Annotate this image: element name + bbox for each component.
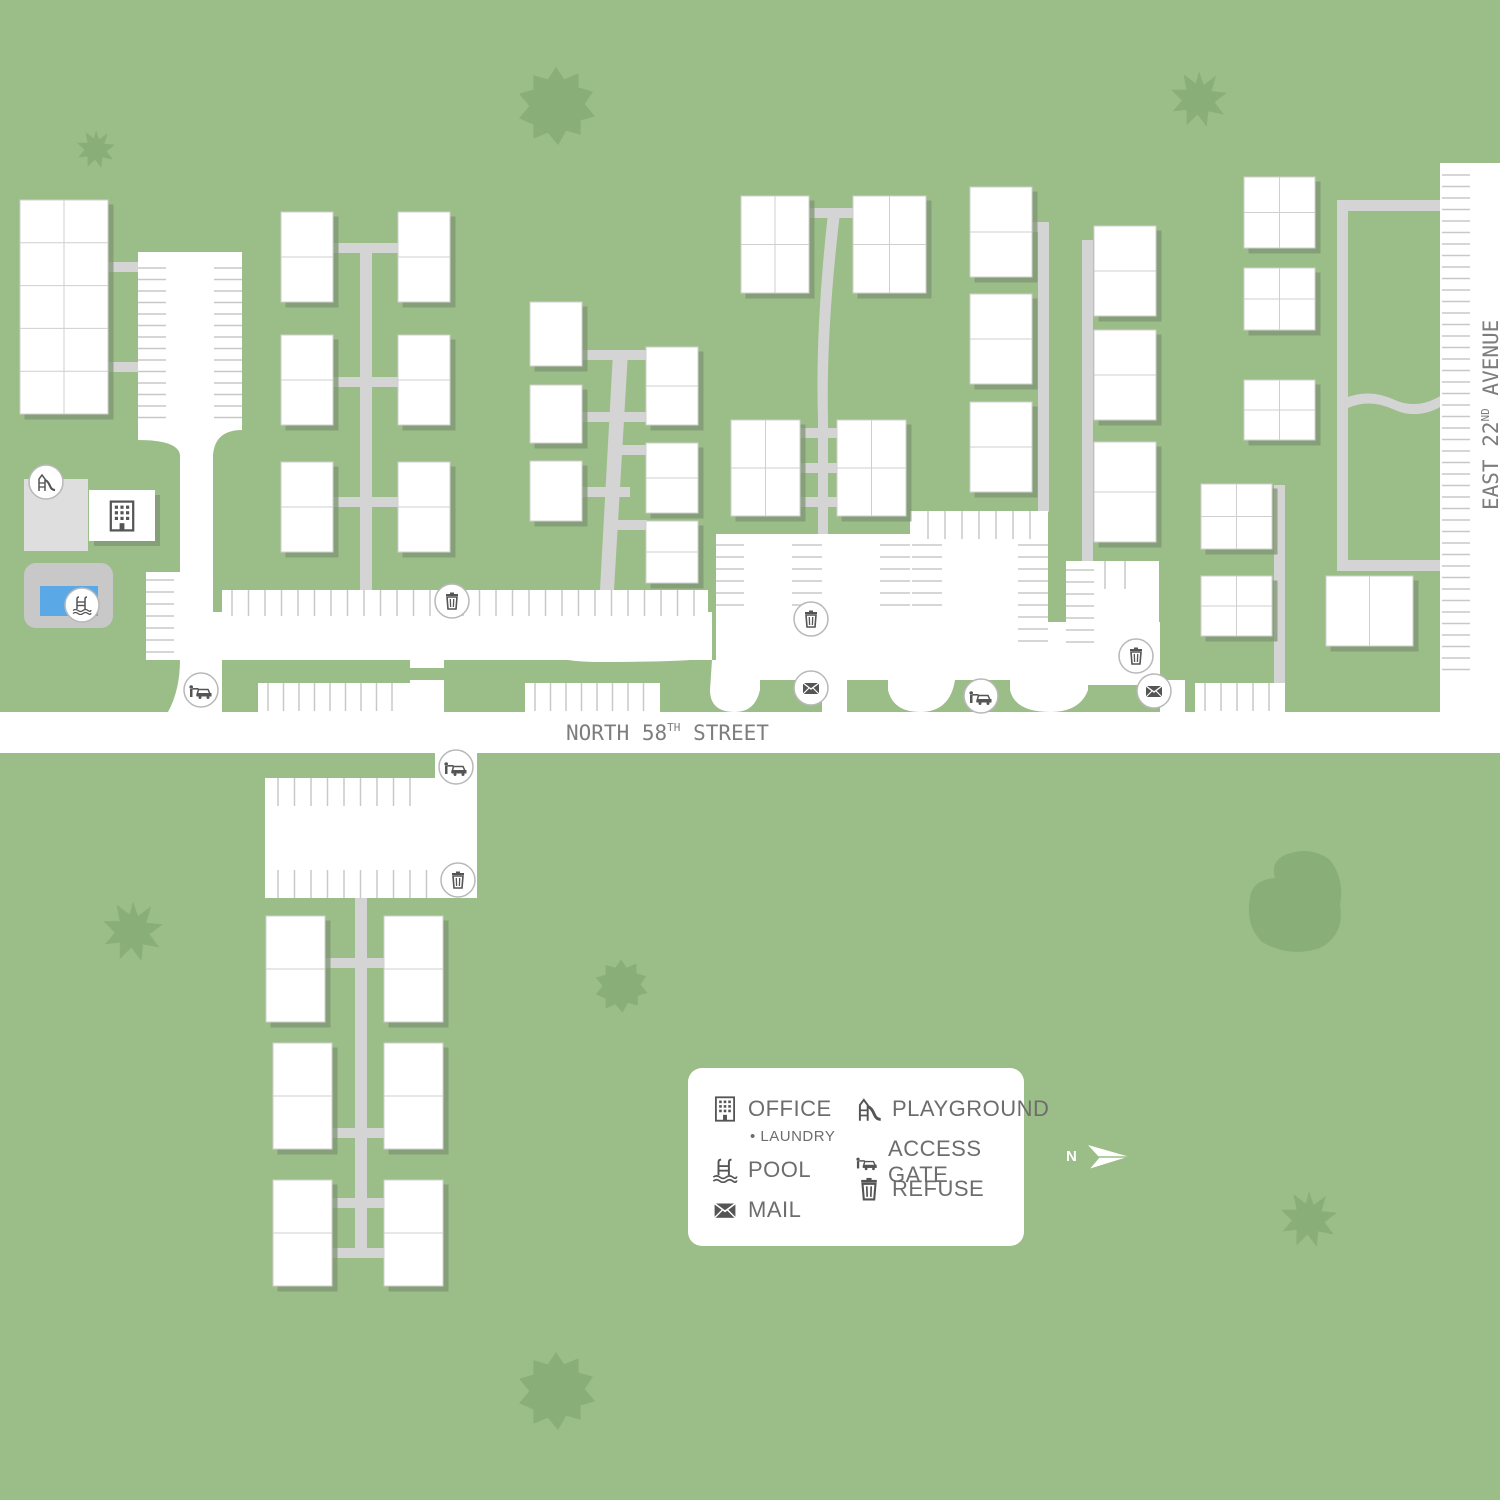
gate-marker[interactable] xyxy=(963,678,999,714)
apartment-building xyxy=(1200,483,1273,550)
pool-ladder-icon xyxy=(712,1157,738,1183)
envelope-icon xyxy=(1145,685,1163,698)
apartment-building xyxy=(280,211,334,303)
apartment-building xyxy=(1093,329,1157,421)
mail-marker[interactable] xyxy=(1136,673,1172,709)
legend-office-label: OFFICE xyxy=(748,1096,832,1121)
apartment-building xyxy=(836,419,907,517)
apartment-building xyxy=(852,195,927,294)
apartment-building xyxy=(1243,176,1316,249)
refuse-marker[interactable] xyxy=(440,862,476,898)
legend-mail-label: MAIL xyxy=(748,1197,802,1222)
apartment-building xyxy=(1243,267,1316,331)
playground-marker[interactable] xyxy=(28,464,64,500)
apartment-building xyxy=(272,1042,333,1150)
apartment-building xyxy=(529,301,583,367)
legend-office: OFFICE xyxy=(712,1096,832,1122)
apartment-building xyxy=(280,461,334,553)
apartment-building xyxy=(969,293,1033,385)
legend-refuse: REFUSE xyxy=(856,1176,984,1202)
apartment-buildings xyxy=(19,176,1414,1287)
map-legend: OFFICE • LAUNDRY POOL MAIL PLAYGROUND AC… xyxy=(688,1068,1049,1246)
office-building-icon xyxy=(712,1096,738,1122)
envelope-icon xyxy=(712,1197,738,1223)
apartment-building xyxy=(730,419,801,517)
east-22nd-avenue xyxy=(1440,163,1500,713)
apartment-building xyxy=(529,384,583,444)
amenity-markers xyxy=(28,464,1172,898)
playground-icon xyxy=(856,1096,882,1122)
apartment-building xyxy=(383,1042,444,1150)
legend-mail: MAIL xyxy=(712,1197,801,1223)
legend-refuse-label: REFUSE xyxy=(892,1176,985,1201)
mail-marker[interactable] xyxy=(793,670,829,706)
north-compass: N xyxy=(1066,1140,1136,1176)
legend-access-gate-label: ACCESS GATE xyxy=(888,1136,982,1187)
legend-laundry-label: LAUNDRY xyxy=(760,1128,836,1145)
apartment-building xyxy=(272,1179,333,1287)
tree-icon xyxy=(1248,851,1342,952)
apartment-building xyxy=(645,346,699,426)
parking-stalls xyxy=(138,174,1470,898)
apartment-building xyxy=(969,186,1033,278)
refuse-marker[interactable] xyxy=(434,583,470,619)
refuse-marker[interactable] xyxy=(1118,638,1154,674)
north-58th-street xyxy=(0,712,1500,753)
north-label: N xyxy=(1066,1148,1077,1165)
apartment-building xyxy=(397,334,451,426)
apartment-building xyxy=(383,1179,444,1287)
legend-playground-label: PLAYGROUND xyxy=(892,1096,1050,1121)
legend-pool: POOL xyxy=(712,1157,811,1183)
pool-marker[interactable] xyxy=(64,587,100,623)
apartment-building xyxy=(645,520,699,584)
apartment-building xyxy=(969,401,1033,493)
office-building xyxy=(89,490,155,541)
east-22nd-avenue-label: EAST 22ND AVENUE xyxy=(1479,320,1500,510)
apartment-building xyxy=(1325,575,1414,647)
apartment-building xyxy=(265,915,326,1023)
apartment-building xyxy=(19,199,109,415)
legend-pool-label: POOL xyxy=(748,1157,812,1182)
apartment-building xyxy=(740,195,810,294)
apartment-building xyxy=(397,461,451,553)
apartment-building xyxy=(1093,225,1157,317)
trees xyxy=(77,67,1342,1430)
apartment-building xyxy=(383,915,444,1023)
envelope-icon xyxy=(802,682,820,695)
walkways xyxy=(105,200,1442,1258)
gate-marker[interactable] xyxy=(183,672,219,708)
apartment-building xyxy=(529,460,583,522)
apartment-building xyxy=(397,211,451,303)
legend-access-gate: ACCESS GATE xyxy=(856,1136,1024,1188)
apartment-building xyxy=(1200,575,1273,637)
apartment-building xyxy=(280,334,334,426)
legend-laundry: • LAUNDRY xyxy=(750,1128,836,1145)
gate-marker[interactable] xyxy=(438,749,474,785)
trash-icon xyxy=(856,1176,882,1202)
refuse-marker[interactable] xyxy=(793,601,829,637)
apartment-building xyxy=(1243,379,1316,441)
gate-car-icon xyxy=(856,1149,878,1175)
apartment-building xyxy=(645,442,699,514)
north-arrow-icon xyxy=(1085,1145,1131,1172)
north-58th-street-label: NORTH 58TH STREET xyxy=(566,721,769,745)
legend-playground: PLAYGROUND xyxy=(856,1096,1049,1122)
apartment-building xyxy=(1093,441,1157,543)
